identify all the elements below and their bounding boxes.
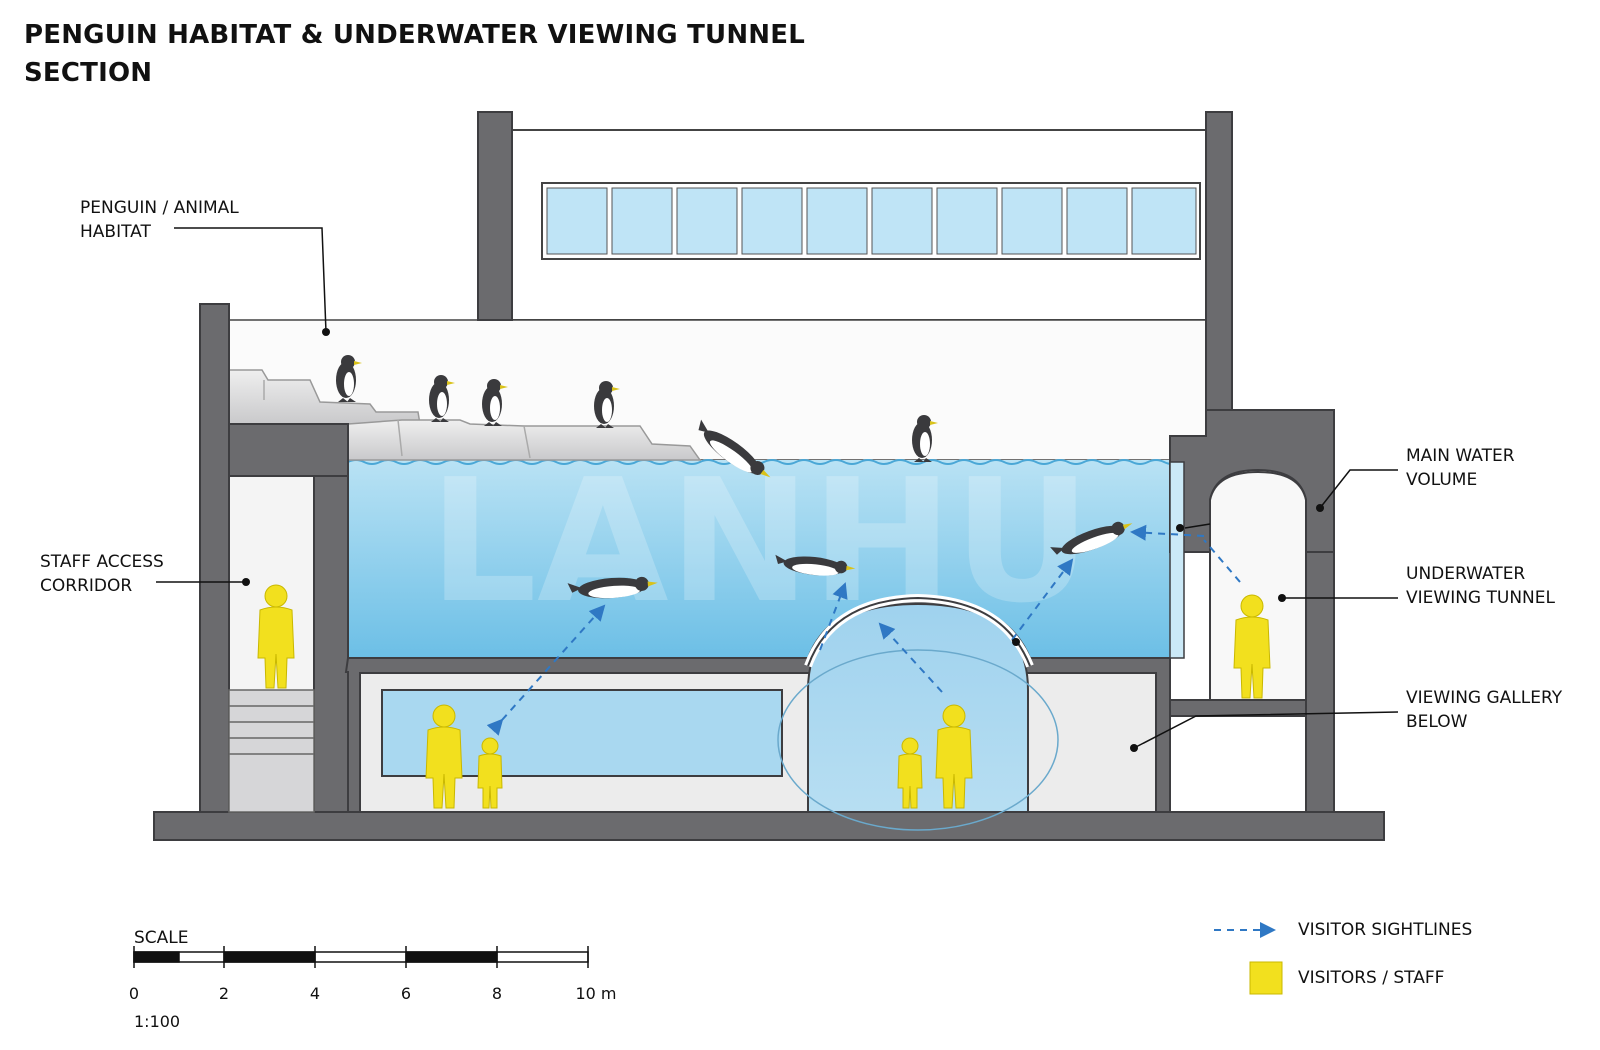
title-line-2: SECTION [24,58,153,88]
legend-visitor-swatch [1249,961,1283,995]
upper-tunnel-window [1169,461,1185,659]
scale-title: SCALE [134,928,189,948]
scale-tick-2: 2 [218,984,230,1003]
corridor-stair [228,689,315,813]
legend-visitors-label: VISITORS / STAFF [1298,968,1445,988]
upper-tunnel [1209,470,1307,701]
tunnel-ring [777,649,1059,831]
rockwork [228,369,702,461]
scale-tick-10: 10 m [575,984,617,1003]
title-line-1: PENGUIN HABITAT & UNDERWATER VIEWING TUN… [24,20,805,50]
label-staff-corridor: STAFF ACCESS CORRIDOR [40,552,164,596]
label-habitat: PENGUIN / ANIMAL HABITAT [80,198,239,242]
label-main-water: MAIN WATER VOLUME [1406,446,1515,490]
legend-sightlines-label: VISITOR SIGHTLINES [1298,920,1473,940]
scale-tick-6: 6 [400,984,412,1003]
label-viewing-tunnel: UNDERWATER VIEWING TUNNEL [1406,564,1555,608]
scale-tick-0: 0 [128,984,140,1003]
water-volume [348,460,1170,658]
scale-tick-4: 4 [309,984,321,1003]
diagram-title: PENGUIN HABITAT & UNDERWATER VIEWING TUN… [24,16,805,92]
scale-tick-8: 8 [491,984,503,1003]
clerestory-panes [546,187,1197,255]
scale-ratio: 1:100 [134,1012,181,1031]
sightlines [486,524,1241,736]
scale-bar [133,946,589,968]
leader-dots [242,328,1324,752]
label-viewing-gallery: VIEWING GALLERY BELOW [1406,688,1563,732]
leader-lines [156,227,1399,749]
